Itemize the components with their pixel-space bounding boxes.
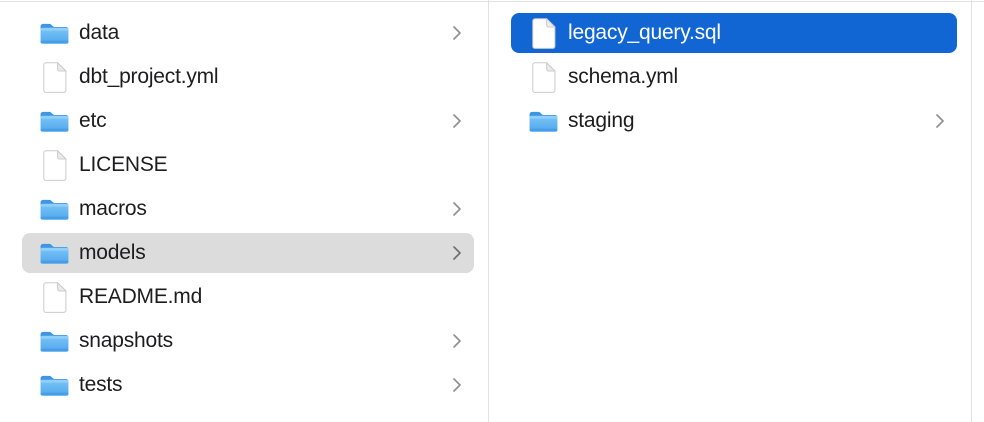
document-icon — [38, 61, 70, 93]
folder-icon — [38, 197, 70, 222]
chevron-right-icon — [935, 113, 945, 129]
chevron-right-icon — [452, 377, 462, 393]
folder-icon — [38, 21, 70, 46]
item-label: staging — [568, 109, 635, 132]
chevron-right-icon — [452, 245, 462, 261]
document-icon — [38, 281, 70, 313]
folder-icon — [527, 109, 559, 134]
item-label: dbt_project.yml — [79, 65, 219, 88]
file-browser-column-right: legacy_query.sql schema.yml — [489, 0, 972, 422]
item-label: tests — [79, 373, 123, 396]
folder-row-tests[interactable]: tests — [22, 365, 474, 405]
file-row-legacy_query.sql[interactable]: legacy_query.sql — [511, 13, 957, 53]
item-label: schema.yml — [568, 65, 679, 88]
file-row-README.md[interactable]: README.md — [22, 277, 474, 317]
item-label: LICENSE — [79, 153, 168, 176]
chevron-right-icon — [452, 113, 462, 129]
item-label: README.md — [79, 285, 203, 308]
document-icon — [38, 149, 70, 181]
item-label: data — [79, 21, 120, 44]
folder-icon — [38, 373, 70, 398]
item-label: macros — [79, 197, 147, 220]
folder-row-data[interactable]: data — [22, 13, 474, 53]
folder-row-models[interactable]: models — [22, 233, 474, 273]
file-row-schema.yml[interactable]: schema.yml — [511, 57, 957, 97]
item-label: etc — [79, 109, 107, 132]
folder-row-etc[interactable]: etc — [22, 101, 474, 141]
chevron-right-icon — [452, 25, 462, 41]
file-row-LICENSE[interactable]: LICENSE — [22, 145, 474, 185]
document-icon — [527, 61, 559, 93]
top-divider — [0, 1, 984, 2]
item-label: models — [79, 241, 146, 264]
file-browser-column-left: data dbt_project.yml — [0, 0, 489, 422]
folder-row-staging[interactable]: staging — [511, 101, 957, 141]
folder-icon — [38, 241, 70, 266]
chevron-right-icon — [452, 333, 462, 349]
folder-icon — [38, 329, 70, 354]
folder-icon — [38, 109, 70, 134]
folder-row-macros[interactable]: macros — [22, 189, 474, 229]
item-label: legacy_query.sql — [568, 21, 721, 44]
document-icon — [527, 17, 559, 49]
item-label: snapshots — [79, 329, 173, 352]
file-row-dbt_project.yml[interactable]: dbt_project.yml — [22, 57, 474, 97]
folder-row-snapshots[interactable]: snapshots — [22, 321, 474, 361]
chevron-right-icon — [452, 201, 462, 217]
file-browser-column-empty — [972, 0, 984, 422]
